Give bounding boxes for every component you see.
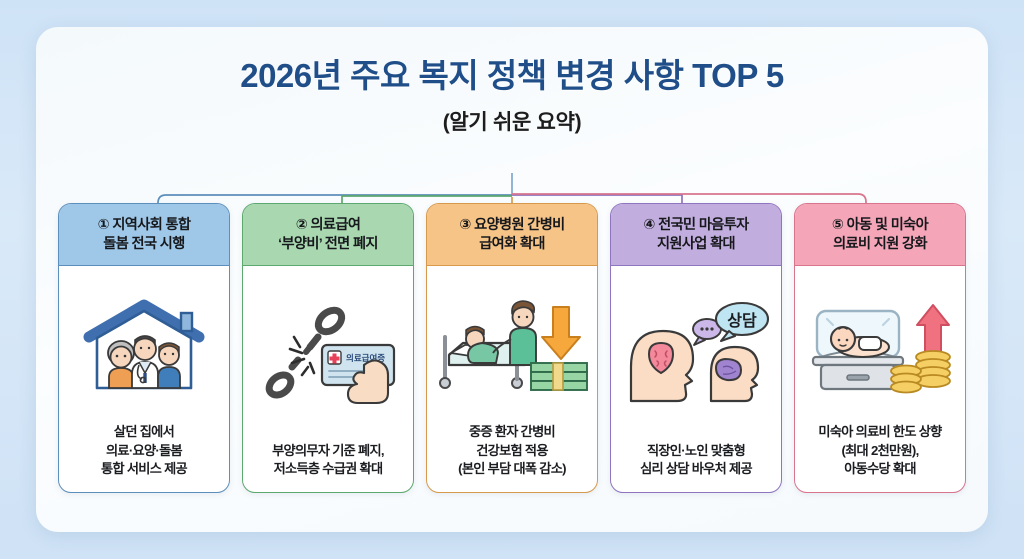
policy-card-1[interactable]: ① 지역사회 통합 돌봄 전국 시행 xyxy=(58,203,230,493)
page-subtitle: (알기 쉬운 요약) xyxy=(442,111,582,134)
policy-card-4-description: 직장인·노인 맞춤형 심리 상담 바우처 제공 xyxy=(640,442,752,477)
infographic-poster: 2026년 주요 복지 정책 변경 사항 TOP 5 (알기 쉬운 요약) ① … xyxy=(36,27,988,532)
title-block: 2026년 주요 복지 정책 변경 사항 TOP 5 (알기 쉬운 요약) xyxy=(36,27,988,136)
policy-card-1-title: ① 지역사회 통합 돌봄 전국 시행 xyxy=(97,216,191,252)
policy-card-2-header: ② 의료급여 ‘부양비’ 전면 폐지 xyxy=(243,204,413,266)
policy-card-5[interactable]: ⑤ 아동 및 미숙아 의료비 지원 강화 xyxy=(794,203,966,493)
policy-card-1-header: ① 지역사회 통합 돌봄 전국 시행 xyxy=(59,204,229,266)
policy-card-4-illustration: 상담 xyxy=(611,266,781,436)
cards-row: ① 지역사회 통합 돌봄 전국 시행 xyxy=(36,203,988,493)
svg-text:의료급여증: 의료급여증 xyxy=(346,353,385,363)
page-title: 2026년 주요 복지 정책 변경 사항 TOP 5 xyxy=(240,57,784,94)
policy-card-3[interactable]: ③ 요양병원 간병비 급여화 확대 xyxy=(426,203,598,493)
policy-card-2-illustration: 의료급여증 xyxy=(243,266,413,436)
policy-card-4-title: ④ 전국민 마음투자 지원사업 확대 xyxy=(643,216,749,252)
broken-chain-medical-card-icon: 의료급여증 xyxy=(265,306,396,404)
policy-card-4-header: ④ 전국민 마음투자 지원사업 확대 xyxy=(611,204,781,266)
policy-card-3-title: ③ 요양병원 간병비 급여화 확대 xyxy=(459,216,565,252)
policy-card-2-title: ② 의료급여 ‘부양비’ 전면 폐지 xyxy=(278,216,378,252)
policy-card-2[interactable]: ② 의료급여 ‘부양비’ 전면 폐지 xyxy=(242,203,414,493)
house-family-icon xyxy=(83,299,205,390)
policy-card-1-illustration xyxy=(59,266,229,417)
policy-card-3-description: 중증 환자 간병비 건강보험 적용 (본인 부담 대폭 감소) xyxy=(458,423,566,477)
policy-card-3-header: ③ 요양병원 간병비 급여화 확대 xyxy=(427,204,597,266)
hospital-bed-caregiver-money-icon xyxy=(439,300,588,392)
counseling-bubble-label: 상담 xyxy=(727,312,757,330)
incubator-baby-coins-icon xyxy=(811,304,951,394)
policy-card-1-description: 살던 집에서 의료·요양·돌봄 통합 서비스 제공 xyxy=(101,423,188,477)
policy-card-3-illustration xyxy=(427,266,597,417)
policy-card-5-title: ⑤ 아동 및 미숙아 의료비 지원 강화 xyxy=(831,216,929,252)
policy-card-5-description: 미숙아 의료비 한도 상향 (최대 2천만원), 아동수당 확대 xyxy=(818,423,942,477)
mind-counseling-heads-icon: 상담 xyxy=(629,301,770,402)
policy-card-4[interactable]: ④ 전국민 마음투자 지원사업 확대 xyxy=(610,203,782,493)
policy-card-5-header: ⑤ 아동 및 미숙아 의료비 지원 강화 xyxy=(795,204,965,266)
policy-card-5-illustration xyxy=(795,266,965,417)
policy-card-2-description: 부양의무자 기준 폐지, 저소득층 수급권 확대 xyxy=(272,442,384,477)
